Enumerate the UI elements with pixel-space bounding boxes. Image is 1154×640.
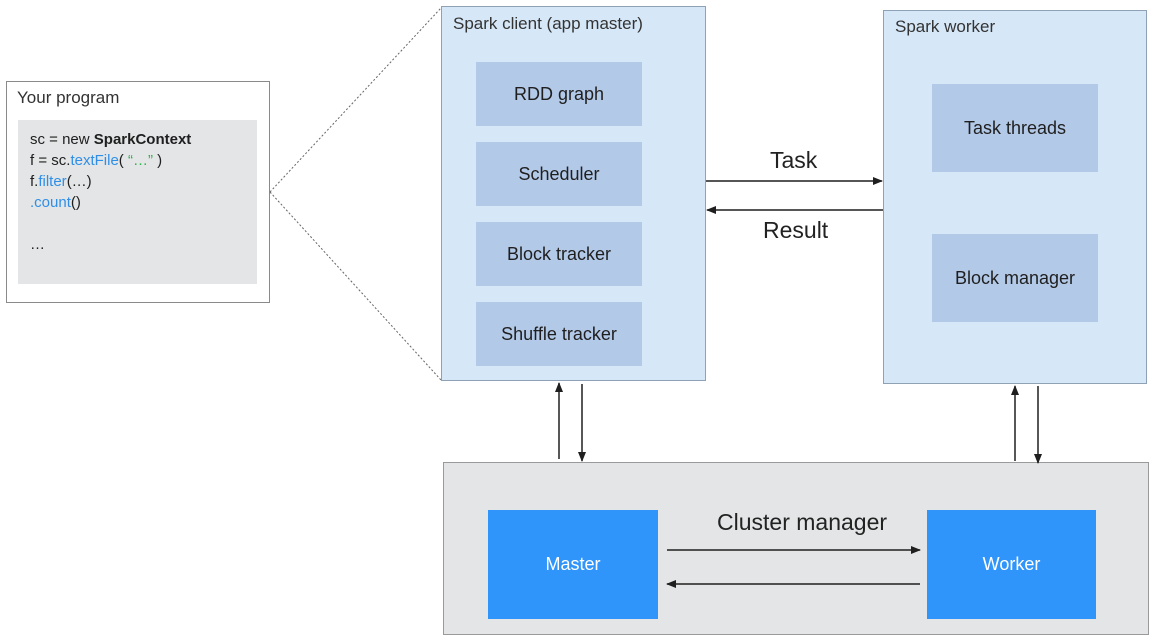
code-text: f = sc. [30, 152, 71, 169]
result-label: Result [763, 217, 829, 243]
spark-worker-box [883, 10, 1147, 384]
code-line-2: f = sc.textFile( “…” ) [30, 152, 162, 169]
shuffle-tracker-block: Shuffle tracker [476, 302, 642, 366]
zoom-line-bottom [269, 191, 442, 381]
zoom-line-top [269, 7, 442, 193]
code-function: filter [38, 173, 67, 190]
worker-block: Worker [927, 510, 1096, 619]
cluster-manager-title: Cluster manager [717, 509, 888, 535]
scheduler-block: Scheduler [476, 142, 642, 206]
code-text: () [70, 194, 81, 211]
code-snippet-box [18, 120, 257, 284]
code-line-4: .count() [30, 194, 81, 211]
code-text: (…) [66, 173, 92, 190]
program-title: Your program [17, 88, 120, 107]
code-text: sc = new [30, 131, 94, 148]
code-string: “…” [127, 152, 153, 169]
code-function: .count [30, 194, 71, 211]
code-line-3: f.filter(…) [30, 173, 92, 190]
block-tracker-block: Block tracker [476, 222, 642, 286]
block-manager-block: Block manager [932, 234, 1098, 322]
code-line-1: sc = new SparkContext [30, 131, 191, 148]
code-keyword: SparkContext [93, 131, 192, 148]
code-line-5: … [30, 236, 45, 253]
code-text: ( [118, 152, 128, 169]
spark-client-title: Spark client (app master) [453, 14, 643, 33]
task-label: Task [770, 147, 818, 173]
spark-worker-title: Spark worker [895, 17, 996, 36]
rdd-graph-block: RDD graph [476, 62, 642, 126]
task-threads-block: Task threads [932, 84, 1098, 172]
code-function: textFile [70, 152, 119, 169]
master-block: Master [488, 510, 658, 619]
code-text: ) [152, 152, 163, 169]
code-text: f. [30, 173, 39, 190]
